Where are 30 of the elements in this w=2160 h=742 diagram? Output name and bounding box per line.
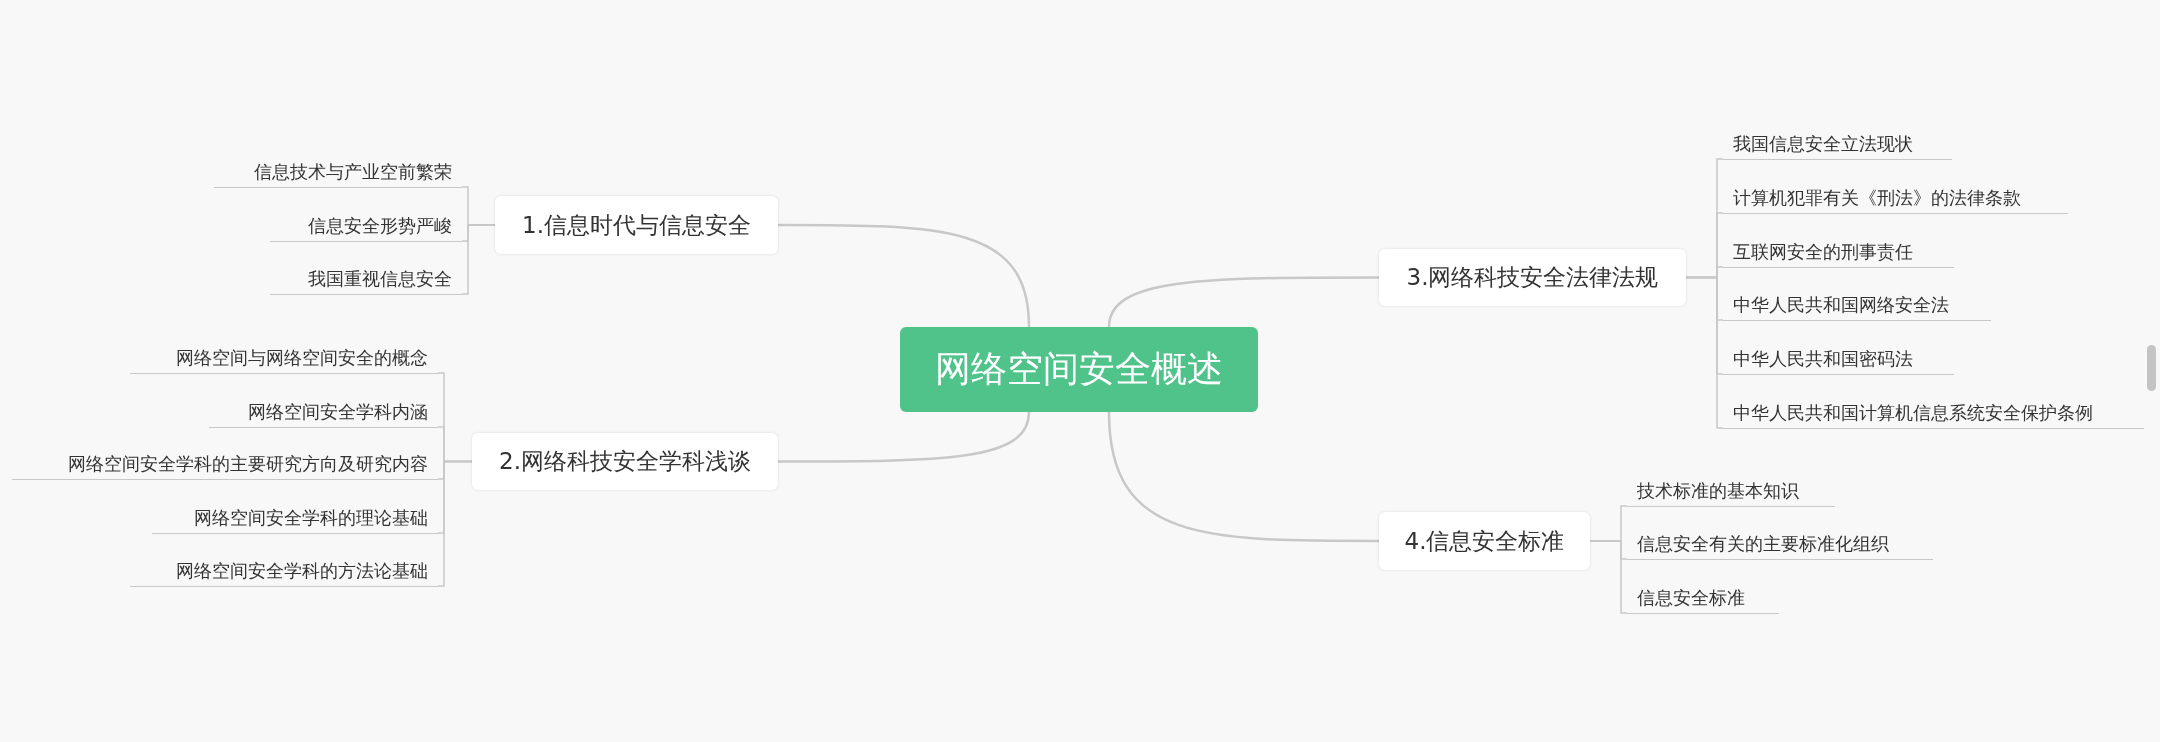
topic-box: 4.信息安全标准 [1379,512,1590,570]
topic-box: 3.网络科技安全法律法规 [1379,249,1686,306]
subtopic-label: 中华人民共和国计算机信息系统安全保护条例 [1723,397,2144,429]
connector-line [1107,276,1379,328]
connector-line [461,224,496,295]
subtopic-label: 信息安全标准 [1627,582,1779,614]
topic-box: 1.信息时代与信息安全 [495,196,778,254]
subtopic-label: 技术标准的基本知识 [1627,475,1835,507]
subtopic-label: 网络空间与网络空间安全的概念 [130,342,438,374]
connector-line [1107,411,1379,543]
subtopic-label: 中华人民共和国密码法 [1723,343,1954,375]
subtopic-label: 我国信息安全立法现状 [1723,128,1952,160]
subtopic-label: 网络空间安全学科的理论基础 [152,502,438,534]
subtopic-label: 网络空间安全学科的方法论基础 [130,555,438,587]
connector-line [778,223,1031,328]
subtopic-label: 信息技术与产业空前繁荣 [214,156,462,188]
subtopic-label: 互联网安全的刑事责任 [1723,236,1954,268]
subtopic-label: 信息安全形势严峻 [270,210,462,242]
subtopic-label: 中华人民共和国网络安全法 [1723,289,1991,321]
subtopic-label: 网络空间安全学科的主要研究方向及研究内容 [12,448,438,480]
subtopic-label: 网络空间安全学科内涵 [209,396,438,428]
connector-line [778,411,1031,463]
subtopic-label: 我国重视信息安全 [270,263,462,295]
subtopic-label: 信息安全有关的主要标准化组织 [1627,528,1933,560]
connector-line [437,460,473,587]
connector-line [1589,540,1628,614]
subtopic-label: 计算机犯罪有关《刑法》的法律条款 [1723,182,2068,214]
connector-line [1685,276,1724,429]
central-topic-box: 网络空间安全概述 [900,327,1258,412]
topic-box: 2.网络科技安全学科浅谈 [472,433,778,490]
